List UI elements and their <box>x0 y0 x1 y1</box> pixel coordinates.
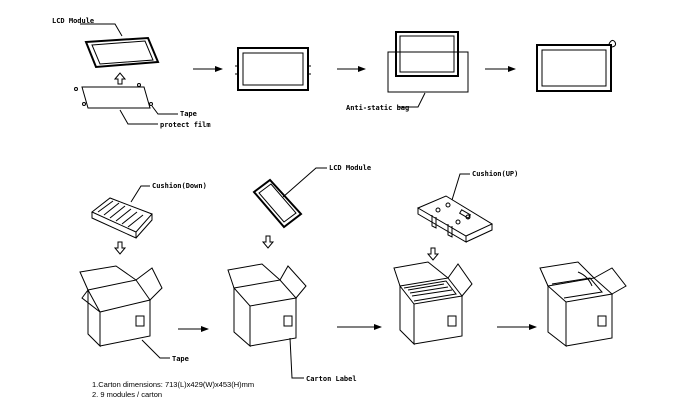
cushion-down <box>91 197 153 239</box>
lcd-module-front <box>235 47 311 91</box>
leader-line <box>141 339 170 359</box>
up-arrow-icon <box>113 72 127 85</box>
label-anti-static-bag: Anti-static bag <box>346 104 409 112</box>
leader-line <box>130 185 150 203</box>
leader-line <box>151 105 178 115</box>
leader-line <box>119 109 158 125</box>
label-protect-film: protect film <box>160 121 211 129</box>
carton-open <box>227 263 307 348</box>
carton-open <box>79 265 163 348</box>
carton-with-modules <box>393 261 473 346</box>
carton-closing <box>539 261 627 348</box>
down-arrow-icon <box>426 247 440 261</box>
label-carton-label: Carton Label <box>306 375 357 383</box>
anti-static-bag <box>387 31 469 93</box>
note-carton-dimensions: 1.Carton dimensions: 713(L)x429(W)x453(H… <box>92 380 255 389</box>
label-tape: Tape <box>180 110 197 118</box>
label-lcd-module: LCD Module <box>52 17 94 25</box>
protect-film <box>74 83 153 109</box>
cushion-up <box>416 195 494 243</box>
sealed-bag <box>536 39 617 92</box>
lcd-module-tilted <box>252 178 303 229</box>
label-lcd-module: LCD Module <box>329 164 371 172</box>
leader-line <box>282 167 327 198</box>
down-arrow-icon <box>261 235 275 249</box>
down-arrow-icon <box>113 241 127 255</box>
leader-line <box>451 173 470 201</box>
leader-line <box>289 337 304 379</box>
leader-line <box>80 23 123 37</box>
label-tape: Tape <box>172 355 189 363</box>
label-cushion-up: Cushion(UP) <box>472 170 518 178</box>
leader-line <box>398 92 426 108</box>
label-cushion-down: Cushion(Down) <box>152 182 207 190</box>
lcd-module-tilted <box>84 36 160 69</box>
note-modules-per-carton: 2. 9 modules / carton <box>92 390 163 399</box>
